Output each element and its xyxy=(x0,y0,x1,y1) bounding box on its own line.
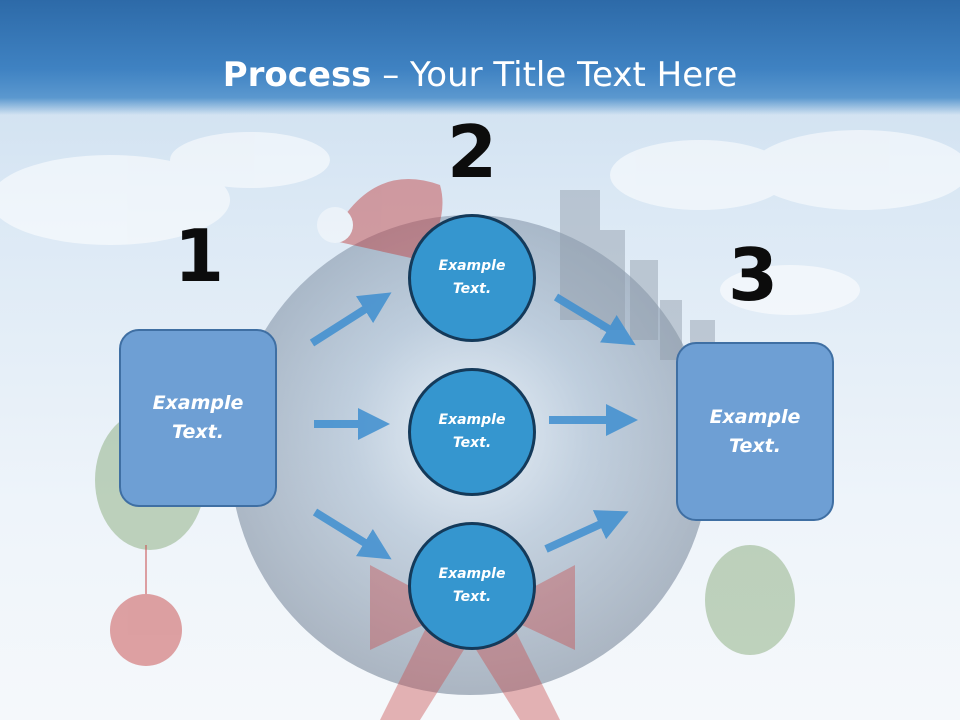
arrow-box1-to-circle-bottom xyxy=(312,508,392,560)
santa-hat-shape xyxy=(317,179,443,260)
step-3-text: Example Text. xyxy=(709,405,801,457)
circle-bottom-text: Example Text. xyxy=(438,566,506,605)
ornament-shape xyxy=(110,545,182,666)
arrow-circle-top-to-box3 xyxy=(553,293,636,346)
circle-top[interactable]: Example Text. xyxy=(408,214,536,342)
step-number-1: 1 xyxy=(173,214,225,298)
step-number-2: 2 xyxy=(446,110,498,194)
step-1-text: Example Text. xyxy=(152,392,244,443)
circle-middle[interactable]: Example Text. xyxy=(408,368,536,496)
slide-title: Process – Your Title Text Here xyxy=(0,52,960,98)
circle-bottom[interactable]: Example Text. xyxy=(408,522,536,650)
circle-middle-text: Example Text. xyxy=(438,412,506,451)
arrow-box1-to-circle-top xyxy=(309,292,392,347)
step-number-3: 3 xyxy=(727,233,779,317)
header-band xyxy=(0,0,960,115)
title-rest: – Your Title Text Here xyxy=(371,55,738,95)
circle-top-text: Example Text. xyxy=(438,258,506,297)
step-3-box[interactable]: Example Text. xyxy=(676,342,834,521)
arrow-circle-bottom-to-box3 xyxy=(544,510,629,553)
step-1-box[interactable]: Example Text. xyxy=(119,329,277,507)
cloud-shapes xyxy=(0,130,960,315)
title-bold: Process xyxy=(222,55,372,95)
city-building-shapes xyxy=(560,190,715,360)
